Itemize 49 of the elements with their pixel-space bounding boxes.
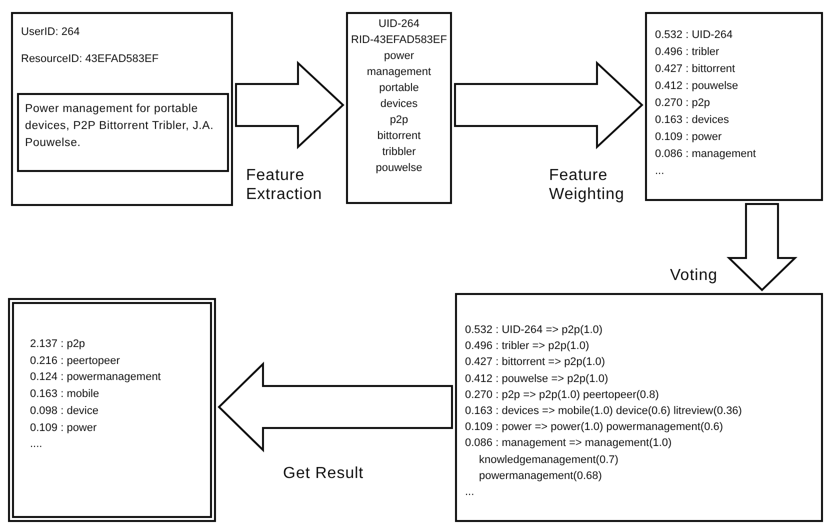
list-text: ... [655, 164, 664, 179]
list-text: 0.098 : device [30, 404, 98, 419]
list-text: 0.216 : peertopeer [30, 354, 120, 369]
result-box [8, 298, 216, 522]
list-text: 0.163 : mobile [30, 387, 100, 402]
voting-box [455, 293, 823, 522]
description-box [17, 93, 229, 172]
list-text: 0.496 : tribler => p2p(1.0) [465, 339, 590, 354]
feature-box [346, 12, 452, 204]
list-text: 0.532 : UID-264 [655, 28, 733, 43]
list-text: 0.109 : power [655, 130, 722, 145]
list-text: 0.270 : p2p => p2p(1.0) peertopeer(0.8) [465, 388, 659, 403]
list-text: 0.412 : pouwelse => p2p(1.0) [465, 372, 608, 387]
description-text: Power management for portable devices, P2P Bittorrent Tribler, J.A. Pouwelse. [25, 102, 215, 151]
list-text: 0.163 : devices [655, 113, 729, 128]
block-arrow [454, 60, 644, 150]
list-text: 0.496 : tribler [655, 45, 720, 60]
list-text: UserID: 264 [21, 25, 80, 40]
list-text: 2.137 : p2p [30, 337, 86, 352]
weight-box [645, 12, 823, 201]
list-text: .... [30, 437, 42, 452]
list-text: portable [378, 81, 420, 96]
list-text: 0.086 : management [655, 147, 756, 162]
block-arrow [218, 362, 453, 452]
list-text: 0.109 : power [30, 420, 97, 436]
block-arrow [235, 60, 344, 150]
list-text: management [366, 65, 432, 80]
list-text: 0.163 : devices => mobile(1.0) device(0.6) litreview(0.36) [465, 404, 742, 420]
list-text: devices [379, 97, 419, 112]
list-text: p2p [388, 113, 410, 128]
list-text: pouwelse [374, 161, 424, 176]
list-text: UID-264 [378, 17, 420, 32]
list-text: 0.109 : power => power(1.0) powermanagement(0.6) [465, 420, 724, 436]
list-text: 0.427 : bittorrent [655, 62, 736, 77]
list-text: ResourceID: 43EFAD583EF [21, 52, 159, 67]
block-arrow [726, 203, 798, 292]
list-text: tribbler [381, 145, 417, 160]
list-text: RID-43EFAD583EF [350, 33, 448, 48]
list-text: 0.427 : bittorrent => p2p(1.0) [465, 355, 606, 370]
list-text: 0.412 : pouwelse [655, 79, 738, 94]
list-text: power [383, 49, 415, 64]
list-text: 0.086 : management => management(1.0) knowledgemanagement(0.7) powermanagement(0.68) [465, 436, 673, 484]
list-text: 0.124 : powermanagement [30, 370, 161, 386]
list-text: ... [465, 485, 474, 500]
edge-label: Voting [670, 266, 718, 285]
list-text: 0.270 : p2p [655, 96, 710, 111]
input-box [11, 12, 233, 206]
list-text: 0.532 : UID-264 => p2p(1.0) [465, 323, 603, 338]
list-text: bittorrent [376, 129, 422, 144]
